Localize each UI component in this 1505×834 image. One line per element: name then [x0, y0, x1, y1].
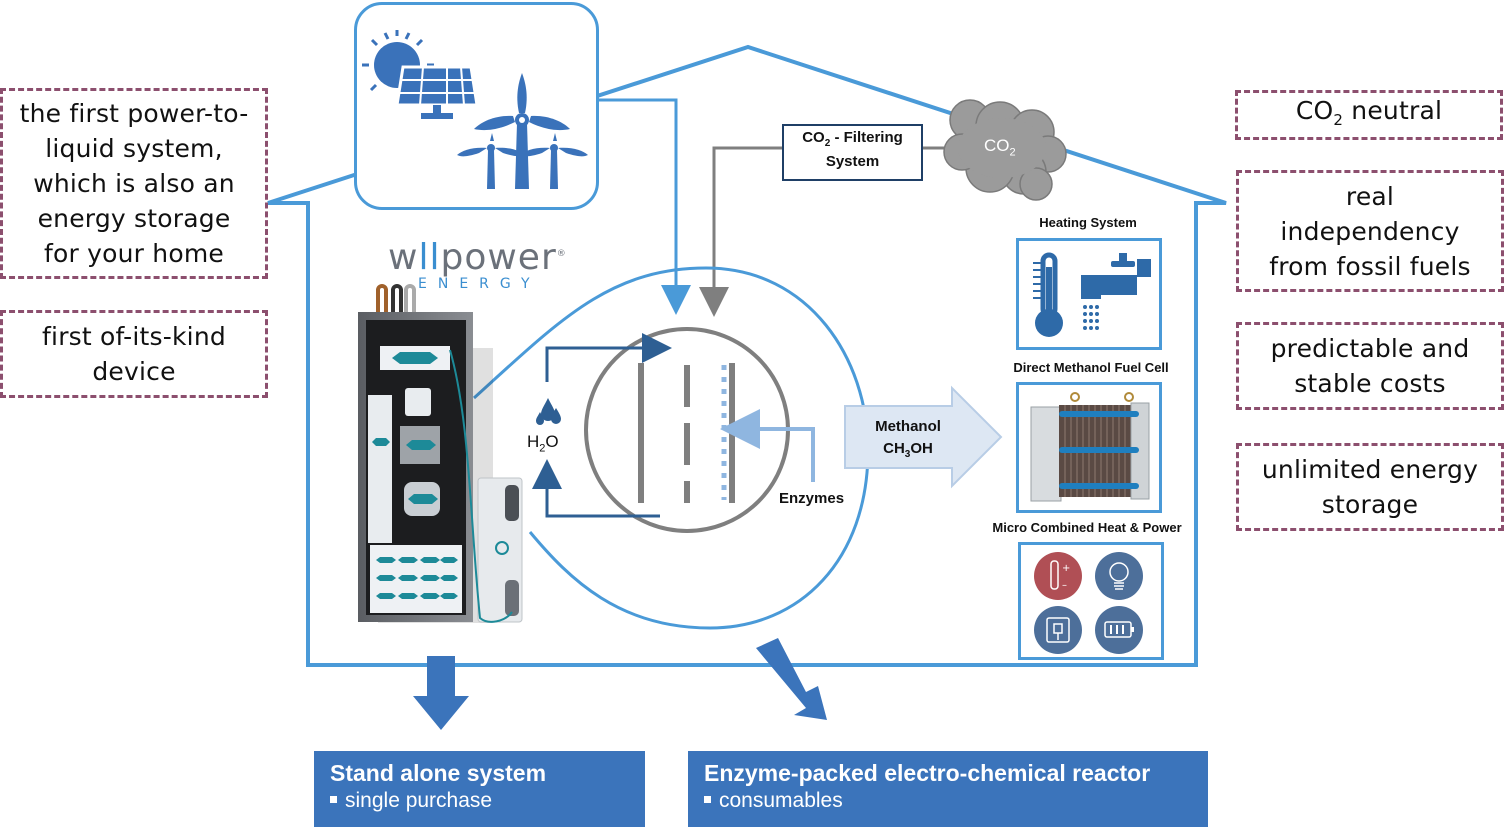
temperature-control-icon: + – — [1034, 552, 1082, 600]
enzymes-label: Enzymes — [779, 490, 845, 507]
standalone-system-bullet: single purchase — [330, 787, 629, 815]
power-plug-icon — [1034, 606, 1082, 654]
water-tap-icon — [1081, 253, 1151, 330]
reactor-consumables-box: Enzyme-packed electro-chemical reactor c… — [688, 751, 1208, 827]
benefit-first-of-its-kind: first of-its-kind device — [0, 310, 268, 398]
water-in-arrow — [532, 459, 660, 518]
enzymes-arrow — [720, 409, 815, 482]
renewables-icons — [362, 30, 588, 189]
benefit-co2-neutral: CO2 neutral — [1235, 90, 1503, 140]
svg-text:+: + — [1062, 563, 1070, 574]
co2-filter-line1: CO2 - Filtering — [802, 129, 903, 149]
down-arrow-reactor — [756, 638, 827, 720]
willpower-device-image — [358, 284, 523, 623]
wind-turbine-icon — [457, 73, 588, 189]
solar-panel-icon — [395, 65, 479, 119]
co2-filter-line2: System — [825, 153, 880, 170]
reactor-consumables-title: Enzyme-packed electro-chemical reactor — [704, 760, 1151, 786]
light-bulb-icon — [1095, 552, 1143, 600]
heating-system-box — [1016, 238, 1162, 350]
renewables-to-reactor-line — [598, 98, 691, 315]
fuel-cell-stack-image — [1030, 392, 1150, 502]
water-out-arrow — [545, 333, 672, 382]
svg-text:–: – — [1062, 580, 1067, 591]
benefit-power-to-liquid: the first power-to- liquid system, which… — [0, 88, 268, 279]
water-drop-icon — [536, 398, 561, 425]
benefit-unlimited-storage: unlimited energy storage — [1236, 443, 1504, 531]
benefit-stable-costs: predictable and stable costs — [1236, 322, 1504, 410]
standalone-system-title: Stand alone system — [330, 760, 547, 786]
micro-chp-box: + – — [1018, 542, 1164, 660]
thermometer-icon — [1033, 252, 1063, 337]
co2-to-reactor-line — [699, 146, 783, 317]
micro-chp-label: Micro Combined Heat & Power — [992, 520, 1182, 535]
fuel-cell-box — [1016, 382, 1162, 513]
benefit-independency: real independency from fossil fuels — [1236, 170, 1504, 292]
standalone-system-box: Stand alone system single purchase — [314, 751, 645, 827]
co2-filtering-system-box: CO2 - Filtering System — [782, 124, 923, 181]
methanol-arrow — [844, 385, 1003, 489]
methanol-label: Methanol CH3OH — [875, 418, 941, 460]
down-arrow-standalone — [413, 656, 469, 730]
renewables-box — [354, 2, 599, 210]
co2-cloud-icon — [943, 99, 1067, 201]
battery-icon — [1095, 606, 1143, 654]
reactor-consumables-bullet: consumables — [704, 787, 1192, 815]
co2-cloud-label: CO2 — [984, 136, 1016, 159]
water-label: H2O — [527, 432, 559, 455]
co2-neutral-text: CO2 neutral — [1295, 95, 1443, 129]
fuel-cell-label: Direct Methanol Fuel Cell — [1013, 360, 1169, 375]
heating-system-label: Heating System — [1039, 215, 1137, 230]
willpower-energy-logo: wllpower® ENERGY — [388, 237, 567, 293]
